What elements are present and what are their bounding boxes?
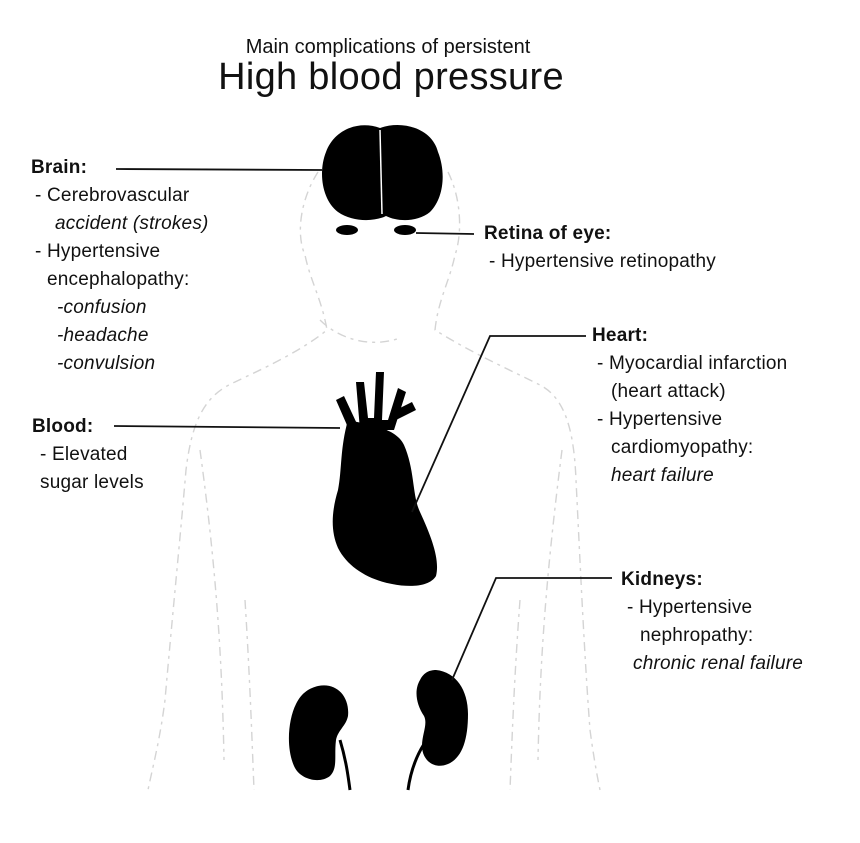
brain-line: encephalopathy:: [47, 269, 190, 290]
retina-line: - Hypertensive retinopathy: [489, 251, 716, 272]
brain-heading: Brain:: [31, 157, 88, 178]
brain-leader: [115, 168, 323, 171]
heart-line: - Myocardial infarction: [597, 353, 788, 374]
brain-line: accident (strokes): [55, 213, 209, 234]
heart-line: (heart attack): [611, 381, 726, 402]
left-kidney-icon: [288, 685, 349, 781]
brain-line: - Hypertensive: [35, 241, 161, 262]
leader-lines: [113, 168, 612, 681]
heart-line: - Hypertensive: [597, 409, 723, 430]
kidneys-leader: [451, 577, 612, 681]
kidneys-line: chronic renal failure: [633, 653, 804, 674]
kidneys-line: nephropathy:: [640, 625, 754, 646]
brain-line: -headache: [57, 325, 149, 346]
heart-leader: [411, 335, 586, 513]
kidneys-icon: [288, 670, 468, 791]
kidneys-heading: Kidneys:: [621, 569, 703, 590]
blood-leader: [113, 425, 341, 429]
blood-heading: Blood:: [32, 416, 94, 437]
body-outline: [147, 171, 601, 791]
diagram-subtitle: Main complications of persistent: [245, 36, 531, 58]
heart-line: cardiomyopathy:: [611, 437, 754, 458]
eyes-icon: [336, 225, 416, 235]
blood-line: sugar levels: [40, 472, 144, 493]
brain-icon: [322, 125, 443, 221]
heart-line: heart failure: [611, 465, 714, 486]
heart-icon: [332, 372, 438, 586]
right-kidney-icon: [416, 670, 468, 766]
kidneys-line: - Hypertensive: [627, 597, 753, 618]
retina-leader: [415, 232, 475, 235]
diagram-title: High blood pressure: [218, 56, 564, 98]
retina-heading: Retina of eye:: [484, 223, 612, 244]
blood-line: - Elevated: [40, 444, 128, 465]
brain-line: -convulsion: [57, 353, 156, 374]
heart-heading: Heart:: [592, 325, 649, 346]
brain-line: - Cerebrovascular: [35, 185, 190, 206]
brain-line: -confusion: [57, 297, 147, 318]
